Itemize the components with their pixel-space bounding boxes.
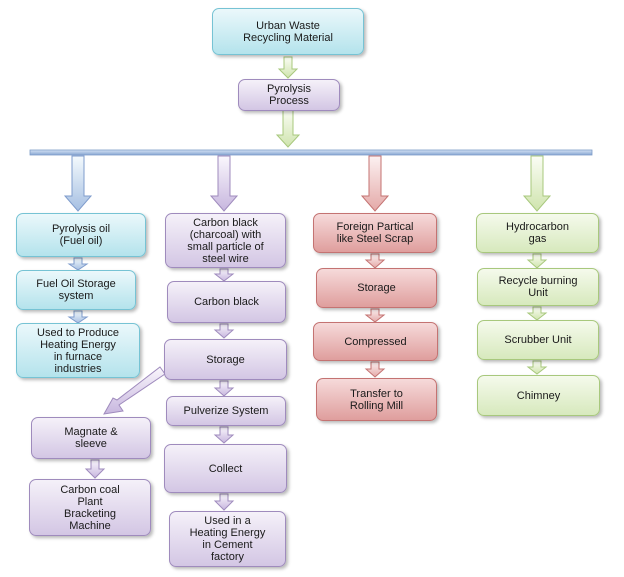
carbon-black-charcoal-box: Carbon black (charcoal) with small parti…	[165, 213, 286, 268]
arrow-bar-to-gas	[522, 155, 552, 212]
arrow-carbon-3	[213, 380, 235, 397]
hydrocarbon-gas-box: Hydrocarbon gas	[476, 213, 599, 253]
arrow-steel-2	[364, 308, 386, 323]
compressed-box: Compressed	[313, 322, 438, 361]
chimney-box: Chimney	[477, 375, 600, 416]
arrow-oil-1	[67, 257, 89, 271]
urban-waste-box: Urban Waste Recycling Material	[212, 8, 364, 55]
magnate-sleeve-box: Magnate & sleeve	[31, 417, 151, 459]
arrow-source-to-process	[277, 56, 299, 79]
carbon-coal-plant-box: Carbon coal Plant Bracketing Machine	[29, 479, 151, 536]
rolling-mill-box: Transfer to Rolling Mill	[316, 378, 437, 421]
pyrolysis-oil-box: Pyrolysis oil (Fuel oil)	[16, 213, 146, 257]
foreign-particle-box: Foreign Partical like Steel Scrap	[313, 213, 437, 253]
arrow-steel-3	[364, 361, 386, 378]
distribution-bar	[29, 149, 593, 156]
arrow-bar-to-carbon	[209, 155, 239, 212]
arrow-gas-3	[526, 360, 548, 375]
fuel-oil-storage-box: Fuel Oil Storage system	[16, 270, 136, 310]
arrow-carbon-2	[213, 323, 235, 339]
pyrolysis-process-box: Pyrolysis Process	[238, 79, 340, 111]
arrow-carbon-1	[213, 268, 235, 282]
arrow-bar-to-oil	[63, 155, 93, 212]
steel-storage-box: Storage	[316, 268, 437, 308]
carbon-storage-box: Storage	[164, 339, 287, 380]
arrow-carbon-5	[213, 493, 235, 511]
carbon-black-box: Carbon black	[167, 281, 286, 323]
arrow-magnet-1	[84, 459, 106, 479]
arrow-oil-2	[67, 310, 89, 324]
arrow-bar-to-steel	[360, 155, 390, 212]
heating-energy-furnace-box: Used to Produce Heating Energy in furnac…	[16, 323, 140, 378]
arrow-carbon-4	[213, 426, 235, 444]
scrubber-unit-box: Scrubber Unit	[477, 320, 599, 360]
arrow-storage-to-magnet	[103, 366, 166, 415]
collect-box: Collect	[164, 444, 287, 493]
pulverize-system-box: Pulverize System	[166, 396, 286, 426]
recycle-burning-box: Recycle burning Unit	[477, 268, 599, 306]
arrow-steel-1	[364, 253, 386, 269]
arrow-gas-2	[526, 306, 548, 321]
arrow-process-to-bar	[275, 109, 301, 148]
arrow-gas-1	[526, 253, 548, 269]
cement-factory-box: Used in a Heating Energy in Cement facto…	[169, 511, 286, 567]
